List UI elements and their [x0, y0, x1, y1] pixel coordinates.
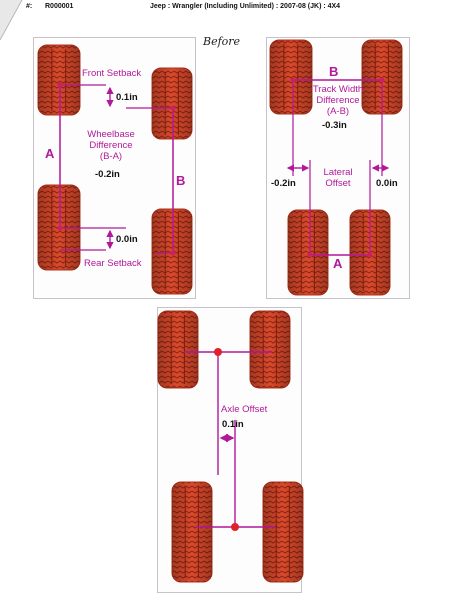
ro-prefix: #: — [26, 3, 33, 10]
lateral-offset-left-value: -0.2in — [271, 178, 296, 189]
handwritten-note: Before — [203, 35, 241, 48]
ax-front-right-tire — [249, 310, 291, 389]
tw-rear-left-tire — [287, 209, 329, 296]
wheelbase-marker-b: B — [176, 173, 186, 188]
ro-number: R000001 — [45, 3, 74, 10]
track-width-lines — [286, 79, 390, 256]
hub-dots — [57, 77, 385, 258]
lateral-offset-right-value: 0.0in — [376, 178, 398, 189]
folded-corner — [0, 0, 23, 41]
axle-lines — [184, 351, 275, 528]
front-setback-value: 0.1in — [116, 92, 138, 103]
front-right-tire — [151, 67, 193, 140]
wheelbase-lines — [59, 84, 174, 254]
track-width-difference-value: -0.3in — [322, 120, 347, 131]
axle-offset-label: Axle Offset — [221, 404, 268, 415]
track-marker-a: A — [333, 256, 343, 271]
tw-front-right-tire — [361, 39, 403, 115]
front-left-tire — [37, 44, 81, 116]
axle-offset-value: 0.1in — [222, 419, 244, 430]
wheelbase-marker-a: A — [45, 146, 55, 161]
axle-nodes — [214, 348, 239, 531]
wheelbase-difference-label: Wheelbase Difference (B-A) — [87, 129, 135, 162]
tw-front-left-tire — [269, 39, 313, 115]
ax-front-left-tire — [157, 310, 199, 389]
wheelbase-difference-value: -0.2in — [95, 169, 120, 180]
vehicle-title: Jeep : Wrangler (Including Unlimited) : … — [150, 3, 341, 10]
rear-setback-label: Rear Setback — [84, 258, 142, 269]
rear-setback-value: 0.0in — [116, 234, 138, 245]
track-width-difference-label: Track Width Difference (A-B) — [312, 84, 364, 117]
front-setback-label: Front Setback — [82, 68, 142, 79]
ax-rear-right-tire — [262, 481, 304, 583]
ax-rear-left-tire — [171, 481, 213, 583]
track-marker-b: B — [329, 64, 339, 79]
lateral-offset-label: Lateral Offset — [323, 167, 353, 189]
